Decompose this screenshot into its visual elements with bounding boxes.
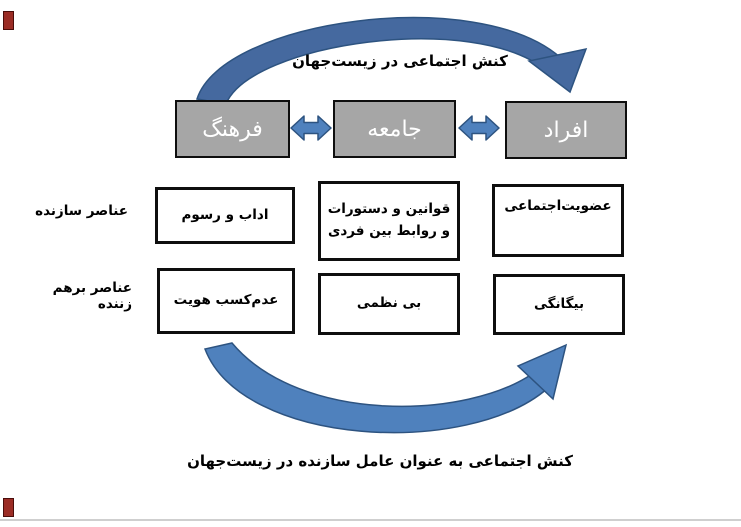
constructive-row-label: عناصر سازنده [35, 203, 128, 219]
domain-box-individuals-label: افراد [543, 117, 589, 143]
red-edge-mark-top [3, 11, 14, 30]
disruptive-row-label: عناصر برهم زننده [52, 280, 132, 312]
domain-box-society: جامعه [333, 100, 456, 158]
disruptive-culture-box: عدم‌کسب هویت [157, 268, 295, 334]
double-arrow-right-icon [458, 115, 500, 141]
constructive-culture-box: اداب و رسوم [155, 187, 295, 244]
domain-box-culture: فرهنگ [175, 100, 290, 158]
red-edge-mark-bottom [3, 498, 14, 517]
constructive-culture-box-label: اداب و رسوم [181, 206, 269, 223]
constructive-society-box-line2: و روابط بین فردی [327, 223, 451, 239]
disruptive-society-box: بی نظمی [318, 273, 460, 335]
bottom-divider [0, 519, 741, 521]
constructive-individuals-box: عضویت‌اجتماعی [492, 184, 624, 257]
disruptive-individuals-box: بیگانگی [493, 274, 625, 335]
curved-arrow-bottom-icon [203, 342, 568, 434]
curved-arrow-top-icon [196, 16, 588, 105]
domain-box-individuals: افراد [505, 101, 627, 159]
disruptive-culture-box-label: عدم‌کسب هویت [173, 292, 279, 309]
disruptive-individuals-box-label: بیگانگی [533, 295, 585, 312]
top-cycle-label: کنش اجتماعی در زیست‌جهان [292, 52, 508, 70]
diagram-caption: کنش اجتماعی به عنوان عامل سازنده در زیست… [187, 452, 573, 470]
constructive-individuals-box-label: عضویت‌اجتماعی [504, 198, 612, 214]
domain-box-society-label: جامعه [367, 116, 422, 142]
double-arrow-left-icon [290, 115, 332, 141]
disruptive-society-box-label: بی نظمی [356, 295, 422, 312]
domain-box-culture-label: فرهنگ [202, 116, 263, 142]
constructive-society-box-line1: قوانین و دستورات [327, 201, 451, 218]
constructive-society-box: قوانین و دستورات و روابط بین فردی [318, 181, 460, 261]
